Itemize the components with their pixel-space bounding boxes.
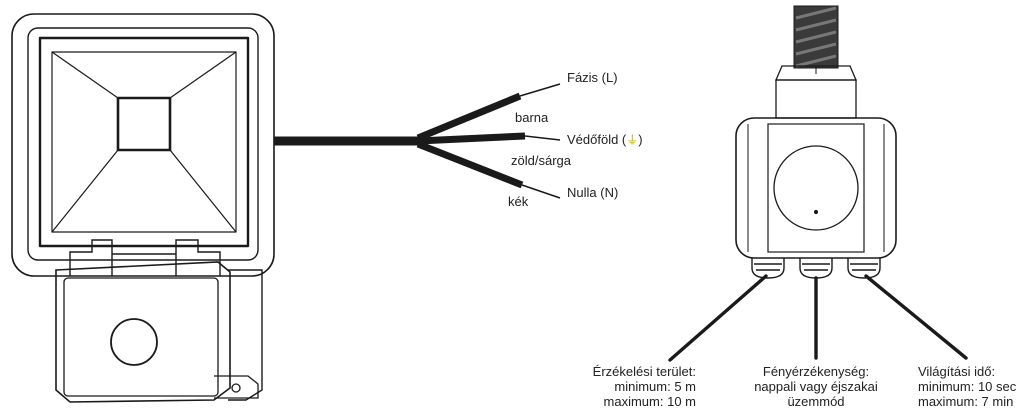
detection-title: Érzékelési terület:: [592, 364, 696, 379]
sensor-control-unit: [735, 5, 897, 279]
light-title: Fényérzékenység:: [762, 364, 870, 379]
earth-label-prefix: Védőföld (: [567, 132, 627, 147]
time-min: minimum: 10 sec: [918, 379, 1017, 394]
lighting-time-label: Világítási idő: minimum: 10 sec maximum:…: [918, 364, 1028, 409]
earth-color-label: zöld/sárga: [511, 153, 571, 168]
earth-label-suffix: ): [638, 132, 643, 147]
phase-color-label: barna: [515, 110, 549, 125]
detection-min: minimum: 5 m: [614, 379, 696, 394]
knob-leader-lines: [668, 274, 968, 362]
sensor-bracket: [69, 239, 263, 401]
neutral-color-label: kék: [508, 194, 529, 209]
time-title: Világítási idő:: [918, 364, 996, 379]
light-mode-word: üzemmód: [787, 394, 845, 409]
phase-label: Fázis (L): [567, 70, 618, 85]
light-sensitivity-label: Fényérzékenység: nappali vagy éjszakai ü…: [730, 364, 902, 409]
detection-area-label: Érzékelési terület: minimum: 5 m maximum…: [540, 364, 696, 409]
neutral-label: Nulla (N): [567, 185, 619, 200]
pir-sensor: [55, 261, 259, 403]
detection-max: maximum: 10 m: [603, 394, 696, 409]
earth-label: Védőföld (⏚): [567, 132, 643, 148]
power-cable: [274, 83, 561, 199]
time-max: maximum: 7 min: [918, 394, 1014, 409]
earth-ground-icon: ⏚: [626, 133, 639, 147]
light-mode-line: nappali vagy éjszakai: [754, 379, 878, 394]
floodlight-body: [11, 13, 275, 277]
